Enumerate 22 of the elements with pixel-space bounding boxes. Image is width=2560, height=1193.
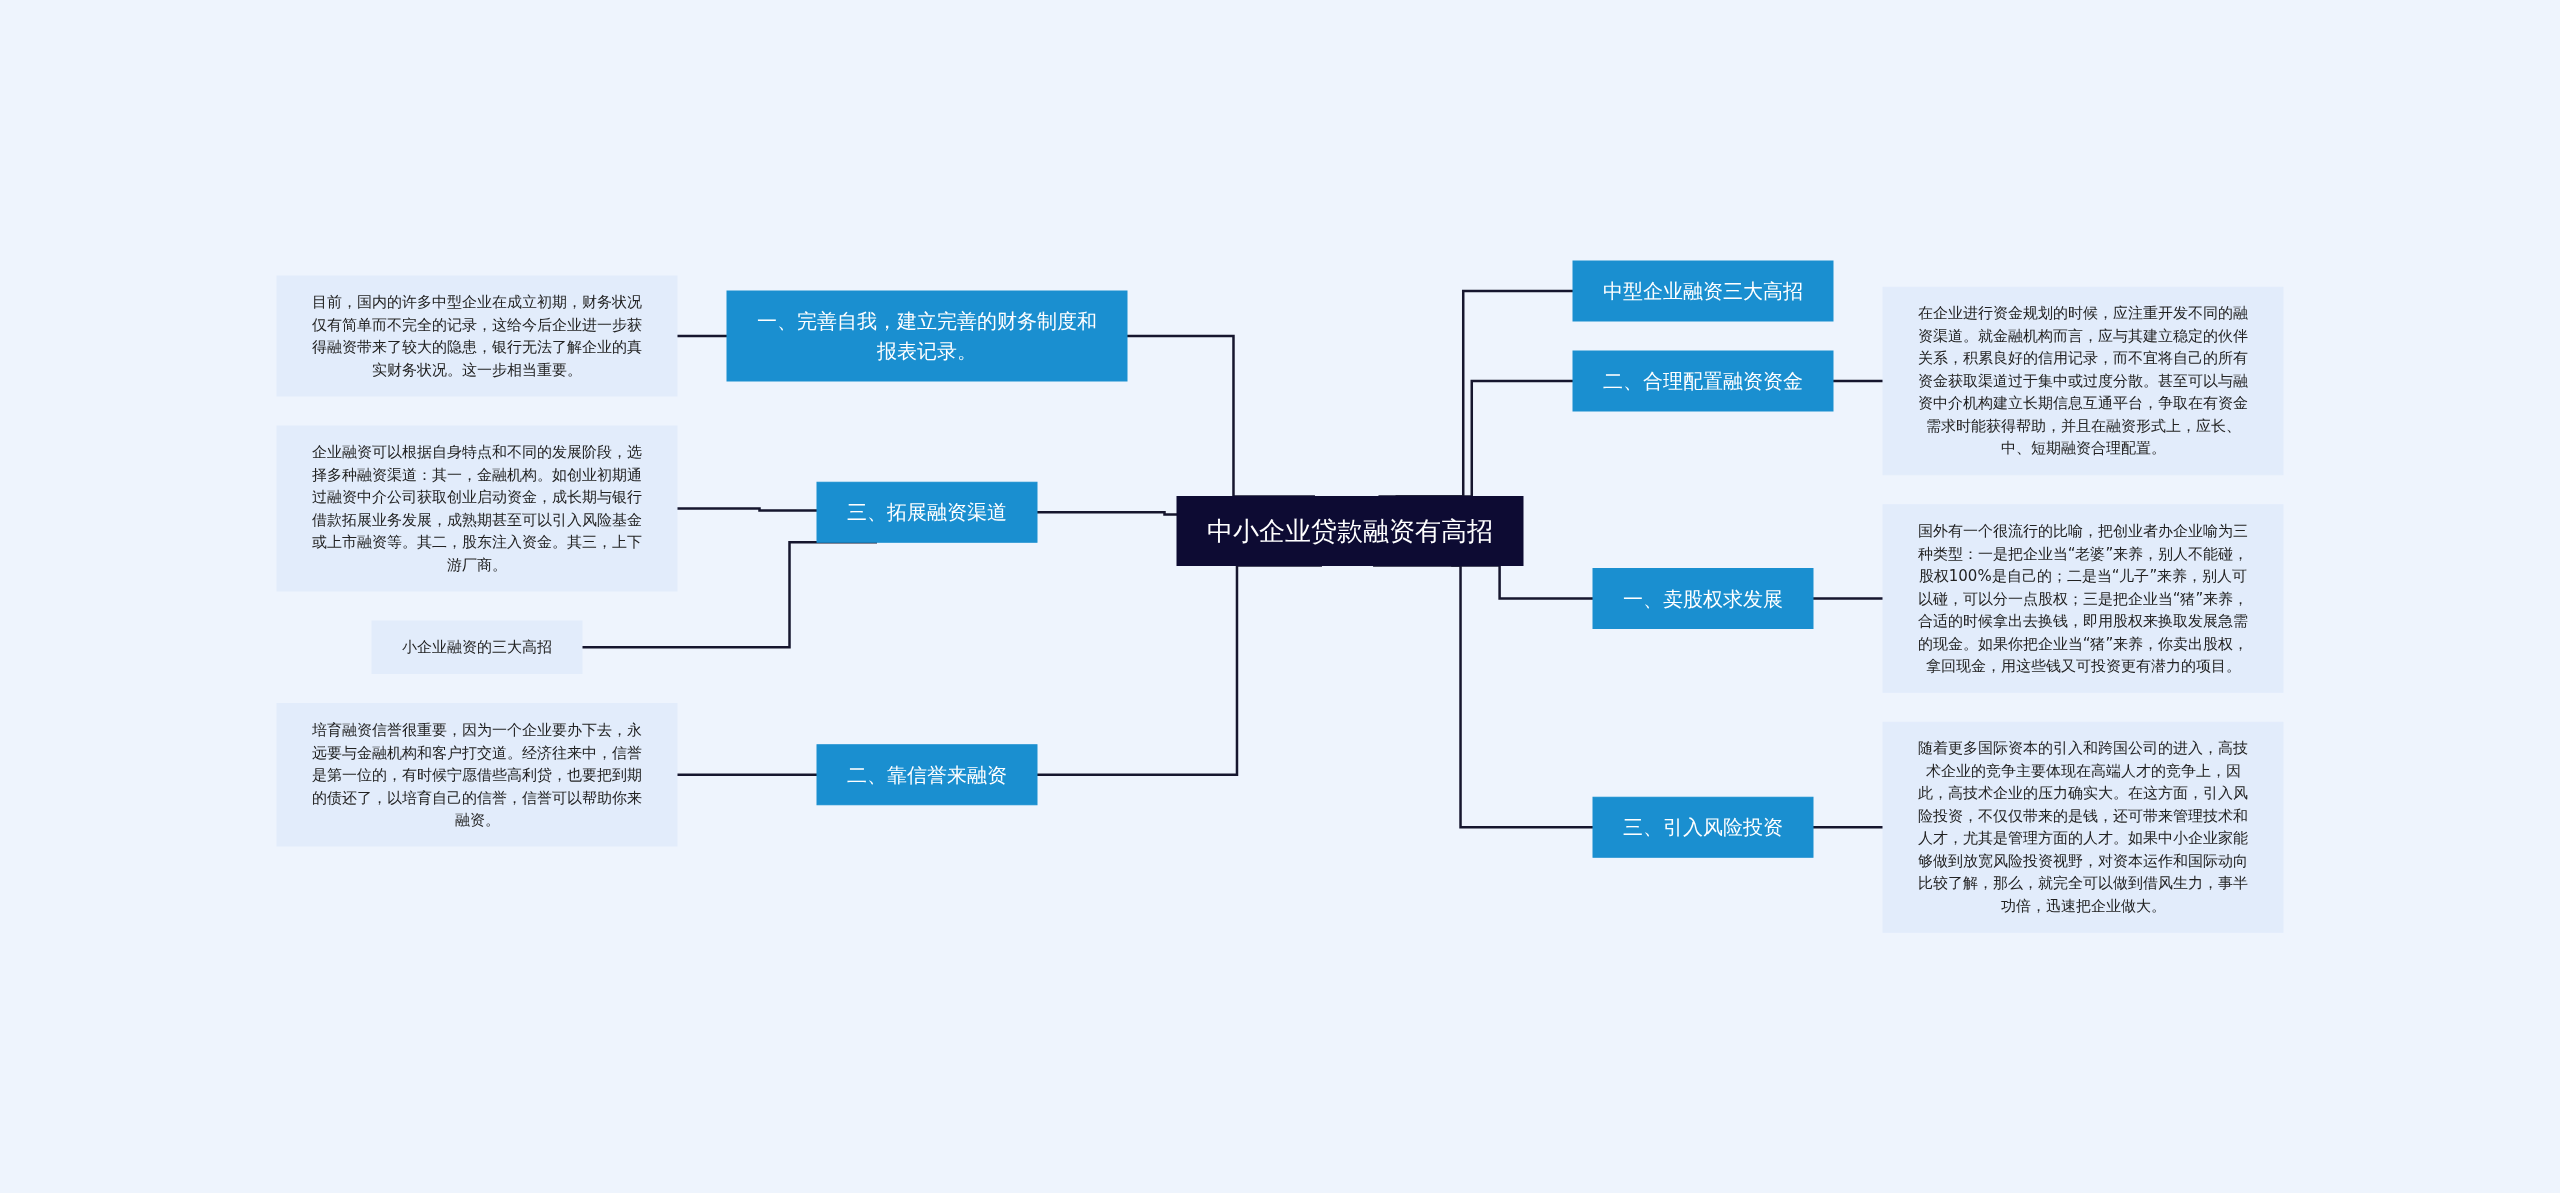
node-box: 一、卖股权求发展 [1592,567,1814,629]
node-box: 中小企业贷款融资有高招 [1176,495,1524,566]
node-box: 三、引入风险投资 [1592,796,1814,858]
connector [677,334,727,338]
node-box: 随着更多国际资本的引入和跨国公司的进入，高技术企业的竞争主要体现在高端人才的竞争上，因此，高技术企业的压力确实大。在这方面，引入风险投资，不仅仅带来的是钱，还可带来管理技术和人才，尤其是管理方面的人才。如果中小企业家能够做到放宽风险投资视野，对资本运作和国际动向比较了解，那么，就完全可以做到借风生力，事半功倍，迅速把企业做大。 [1882,721,2284,933]
node-box: 二、合理配置融资资金 [1572,350,1834,412]
node-box: 一、完善自我，建立完善的财务制度和报表记录。 [726,290,1128,382]
connector [1037,510,1177,516]
connector [677,773,817,776]
node-box: 目前，国内的许多中型企业在成立初期，财务状况仅有简单而不完全的记录，这给今后企业进一步获得融资带来了较大的隐患，银行无法了解企业的真实财务状况。这一步相当重要。 [276,275,678,397]
connector [1833,379,1883,383]
node-box: 小企业融资的三大高招 [371,620,583,674]
connector [677,507,817,512]
connector [1813,597,1883,600]
node-box: 中型企业融资三大高招 [1572,260,1834,322]
node-box: 在企业进行资金规划的时候，应注重开发不同的融资渠道。就金融机构而言，应与其建立稳定的伙伴关系，积累良好的信用记录，而不宜将自己的所有资金获取渠道过于集中或过度分散。甚至可以与融资中介机构建立长期信息互通平台，争取在有资金需求时能获得帮助，并且在融资形式上，应长、中、短期融资合理配置。 [1882,286,2284,476]
connector [1813,825,1883,829]
node-box: 企业融资可以根据自身特点和不同的发展阶段，选择多种融资渠道：其一，金融机构。如创业初期通过融资中介公司获取创业启动资金，成长期与银行借款拓展业务发展，成熟期甚至可以引入风险基金或上市融资等。其二，股东注入资金。其三，上下游厂商。 [276,425,678,592]
node-box: 培育融资信誉很重要，因为一个企业要办下去，永远要与金融机构和客户打交道。经济往来中，信誉是第一位的，有时候宁愿借些高利贷，也要把到期的债还了，以培育自己的信誉，信誉可以帮助你来融资。 [276,702,678,847]
node-box: 国外有一个很流行的比喻，把创业者办企业喻为三种类型：一是把企业当“老婆”来养，别人不能碰，股权100%是自己的；二是当“儿子”来养，别人可以碰，可以分一点股权；三是把企业当“猪”来养，合适的时候拿出去换钱，即用股权来换取发展急需的现金。如果你把企业当“猪”来养，你卖出股权，拿回现金，用这些钱又可投资更有潜力的项目。 [1882,504,2284,693]
node-box: 三、拓展融资渠道 [816,481,1038,543]
node-box: 二、靠信誉来融资 [816,744,1038,806]
